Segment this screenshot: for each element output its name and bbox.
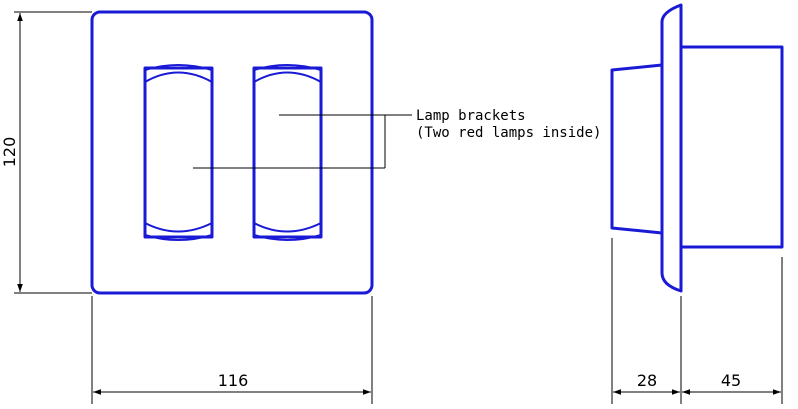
left-lamp-bracket	[143, 64, 214, 241]
height-dimension-value: 120	[0, 137, 19, 168]
width-dimension-value: 116	[218, 371, 249, 390]
callout-leaders	[193, 114, 412, 169]
rear-depth-value: 45	[721, 371, 741, 390]
front-body	[681, 45, 784, 249]
faceplate-outline	[90, 10, 374, 295]
width-dimension: 116	[91, 296, 373, 404]
callout-label-line1: Lamp brackets	[416, 108, 526, 124]
front-view: Lamp brackets (Two red lamps inside) 120…	[0, 10, 601, 404]
callout-label-line2: (Two red lamps inside)	[416, 125, 601, 141]
faceplate-profile	[660, 3, 683, 293]
depth-dimensions: 28 45	[611, 238, 783, 404]
side-view: 28 45	[610, 3, 784, 404]
right-lamp-bracket	[252, 64, 323, 241]
height-dimension: 120	[0, 11, 92, 294]
rear-housing	[610, 63, 664, 235]
front-depth-value: 28	[637, 371, 657, 390]
